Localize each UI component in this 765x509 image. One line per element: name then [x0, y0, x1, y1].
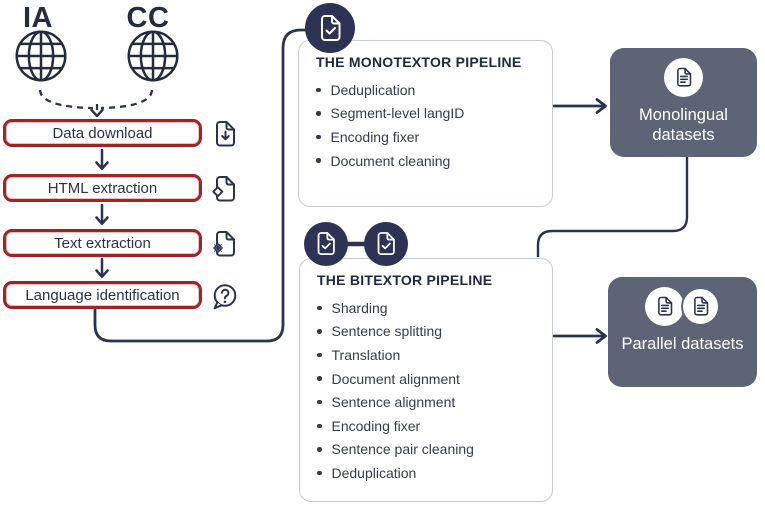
document-check-badge [364, 222, 408, 266]
flow-arrow-1 [95, 148, 109, 171]
output-icon-group [664, 58, 703, 97]
source-ia-label: IA [23, 2, 53, 34]
pipeline-item: Sentence splitting [300, 320, 552, 344]
bitextor-pipeline-card: THE BITEXTOR PIPELINE Sharding Sentence … [299, 258, 553, 502]
monotextor-item-list: Deduplication Segment-level langID Encod… [299, 78, 552, 172]
pipeline-item: Encoding fixer [300, 414, 552, 438]
parallel-datasets-label: Parallel datasets [621, 335, 744, 353]
document-check-badge [305, 3, 355, 53]
pipeline-item: Sentence pair cleaning [300, 438, 552, 462]
document-check-icon [317, 232, 335, 255]
flow-step-html-extraction: HTML extraction [3, 174, 202, 202]
globe-icon [127, 30, 179, 82]
pipeline-item: Segment-level langID [299, 102, 552, 126]
flow-arrow-2 [95, 203, 109, 226]
pipeline-item: Sentence alignment [300, 390, 552, 414]
document-icon-circle [645, 287, 684, 326]
document-check-icon [377, 232, 395, 255]
document-icon [676, 67, 691, 87]
arrow-bitextor-to-parallel [552, 328, 607, 344]
connector-monolingual-to-bitextor [536, 157, 689, 257]
bitextor-title: THE BITEXTOR PIPELINE [317, 272, 493, 288]
monolingual-datasets-box: Monolingual datasets [610, 48, 757, 157]
pipeline-item: Document cleaning [299, 149, 552, 173]
parallel-datasets-box: Parallel datasets [608, 277, 757, 387]
document-check-badge [304, 222, 348, 266]
pipeline-item: Sharding [300, 296, 552, 320]
monotextor-title: THE MONOTEXTOR PIPELINE [316, 54, 522, 70]
dashed-connector-ia [38, 89, 94, 110]
pipeline-item: Document alignment [300, 367, 552, 391]
file-download-icon [216, 121, 235, 147]
question-dot [223, 300, 227, 304]
globe-icon [15, 30, 67, 82]
document-icon [693, 296, 708, 316]
document-icon [657, 296, 672, 316]
bitextor-item-list: Sharding Sentence splitting Translation … [300, 296, 552, 485]
pipeline-item: Translation [300, 343, 552, 367]
monotextor-pipeline-card: THE MONOTEXTOR PIPELINE Deduplication Se… [298, 40, 553, 207]
flow-step-label: HTML extraction [47, 179, 158, 197]
flow-step-label: Text extraction [54, 234, 151, 252]
pipeline-item: Deduplication [300, 461, 552, 485]
document-icon-circle [664, 58, 703, 97]
source-cc-label: CC [126, 2, 170, 34]
pipeline-item: Encoding fixer [299, 125, 552, 149]
pipeline-item: Deduplication [299, 78, 552, 102]
arrow-monotextor-to-monolingual [552, 98, 607, 114]
arrowhead-into-flow [90, 108, 104, 118]
flow-step-label: Data download [52, 124, 153, 142]
flow-step-label: Language identification [25, 286, 180, 304]
flow-step-text-extraction: Text extraction [3, 229, 202, 257]
document-check-icon [320, 14, 340, 41]
flow-arrow-3 [95, 257, 109, 279]
connector-langid-to-monotextor [93, 28, 306, 343]
file-gear-icon [212, 231, 235, 257]
file-code-icon [212, 176, 235, 202]
output-icon-group [645, 287, 720, 326]
chat-question-icon [213, 284, 237, 310]
document-icon-circle [681, 287, 720, 326]
flow-step-data-download: Data download [3, 119, 202, 147]
flow-step-language-identification: Language identification [3, 281, 202, 309]
monolingual-datasets-label: Monolingual datasets [639, 106, 728, 145]
dashed-connector-cc [100, 89, 154, 110]
